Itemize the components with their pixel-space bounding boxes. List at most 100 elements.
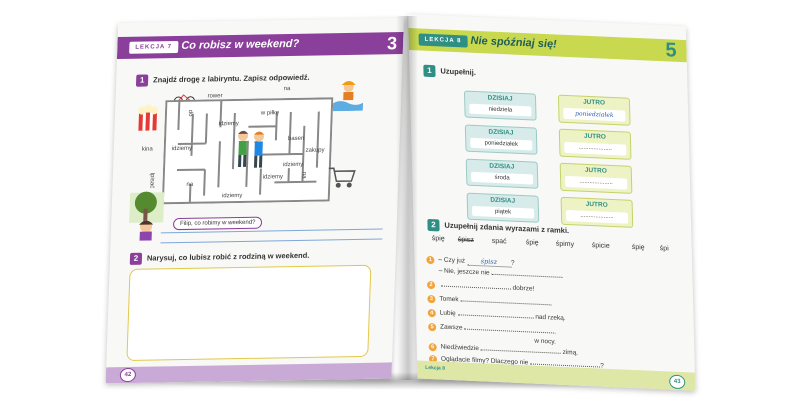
maze bbox=[161, 97, 334, 205]
tomorrow-box: JUTRO .................... bbox=[560, 196, 634, 228]
right-ex1-instruction: 1 Uzupełnij. bbox=[423, 64, 476, 79]
sentence-text: Niedźwiedzie bbox=[440, 343, 480, 353]
left-lesson-tag: LEKCJA 7 bbox=[129, 40, 179, 54]
today-box: DZISIAJ piątek bbox=[466, 192, 540, 223]
maze-word: na bbox=[186, 181, 194, 188]
left-ex1-number: 1 bbox=[135, 74, 149, 87]
word-bank-item: spać bbox=[491, 237, 507, 246]
today-box: DZISIAJ niedziela bbox=[463, 90, 537, 121]
today-value: środa bbox=[471, 171, 534, 185]
left-header: LEKCJA 7 Co robisz w weekend? 3 bbox=[116, 32, 404, 60]
word-bank-item: śpicie bbox=[591, 242, 610, 250]
answer-field[interactable] bbox=[464, 328, 555, 334]
answer-field[interactable] bbox=[491, 273, 562, 278]
maze-word: idziemy bbox=[221, 192, 243, 200]
tomorrow-value[interactable]: .................... bbox=[564, 141, 627, 156]
tomorrow-label: JUTRO bbox=[582, 98, 606, 107]
word-bank-item: śpimy bbox=[555, 240, 575, 249]
answer-field[interactable] bbox=[457, 314, 534, 319]
sentence-number: 5 bbox=[428, 322, 437, 332]
sentence-text: – Czy już bbox=[438, 256, 466, 265]
word-bank-item: śpię bbox=[525, 239, 539, 247]
sentence-end: nad rzeką. bbox=[535, 313, 566, 323]
word-bank: śpię śpisz spać śpię śpimy śpicie śpię ś… bbox=[432, 233, 676, 258]
right-title: Nie spóźniaj się! bbox=[470, 34, 557, 51]
right-ex2-number: 2 bbox=[427, 218, 440, 232]
night-phrase: w nocy. bbox=[534, 337, 557, 346]
sentence-2: 2 dobrze! bbox=[426, 280, 535, 294]
tomorrow-label: JUTRO bbox=[583, 132, 607, 141]
sentence-text: Tomek bbox=[439, 295, 459, 304]
right-page-number: 43 bbox=[669, 374, 686, 390]
drawing-box[interactable] bbox=[126, 264, 372, 362]
answer-field[interactable] bbox=[460, 300, 551, 306]
swimmer-icon bbox=[332, 81, 364, 112]
left-ex2-text: Narysuj, co lubisz robić z rodziną w wee… bbox=[146, 250, 310, 263]
today-label: DZISIAJ bbox=[487, 94, 513, 103]
maze-word: rower bbox=[207, 93, 223, 100]
right-footer-label: Lekcja 8 bbox=[425, 364, 446, 372]
left-ex1-text: Znajdź drogę z labiryntu. Zapisz odpowie… bbox=[152, 72, 310, 85]
sentence-end: . bbox=[554, 328, 557, 336]
right-corner-number: 5 bbox=[665, 39, 677, 62]
sentence-end: dobrze! bbox=[512, 284, 535, 293]
answer-field[interactable] bbox=[440, 285, 511, 290]
tomorrow-box: JUTRO .................... bbox=[558, 128, 632, 160]
sentence-1b: – Nie, jeszcze nie . bbox=[439, 267, 564, 279]
children-illustration bbox=[238, 130, 265, 168]
right-ex1-number: 1 bbox=[423, 64, 436, 78]
right-ex1-text: Uzupełnij. bbox=[440, 66, 476, 77]
today-label: DZISIAJ bbox=[490, 196, 516, 205]
maze-word: idziemy bbox=[218, 120, 239, 128]
maze-word: do bbox=[186, 109, 194, 117]
sentence-number: 6 bbox=[428, 343, 437, 352]
sentence-text: Zawsze bbox=[440, 323, 463, 332]
maze-word: idziemy bbox=[282, 161, 304, 169]
sentence-number: 2 bbox=[426, 280, 436, 290]
tomorrow-value[interactable]: .................... bbox=[565, 209, 629, 224]
maze-word: Ipisać bbox=[148, 172, 155, 189]
maze-word: kina bbox=[141, 146, 153, 153]
left-ex2-number: 2 bbox=[129, 252, 143, 265]
maze-word: na bbox=[283, 86, 291, 93]
tomorrow-label: JUTRO bbox=[585, 200, 608, 209]
tomorrow-box: JUTRO poniedziałek bbox=[557, 94, 631, 126]
right-page: LEKCJA 8 Nie spóźniaj się! 5 1 Uzupełnij.… bbox=[408, 14, 696, 391]
right-header: LEKCJA 8 Nie spóźniaj się! 5 bbox=[408, 28, 687, 63]
girl-with-tree-illustration bbox=[129, 191, 165, 241]
today-box: DZISIAJ środa bbox=[465, 158, 539, 189]
sentence-end: ? bbox=[510, 259, 515, 267]
sentence-text: Lubię bbox=[439, 309, 456, 318]
sentence-end: . bbox=[561, 272, 564, 280]
maze-word: idziemy bbox=[171, 145, 193, 153]
left-corner-number: 3 bbox=[386, 33, 398, 54]
tomorrow-box: JUTRO .................... bbox=[559, 162, 633, 194]
today-value: poniedziałek bbox=[470, 137, 533, 151]
sentence-number: 4 bbox=[427, 308, 436, 318]
today-value: niedziela bbox=[469, 103, 532, 117]
speech-bubble: Filip, co robimy w weekend? bbox=[172, 216, 263, 231]
shopping-cart-icon bbox=[328, 167, 356, 188]
answer-line[interactable] bbox=[160, 238, 383, 244]
maze-word: basen bbox=[287, 135, 305, 143]
answer-field[interactable]: śpisz bbox=[466, 256, 512, 268]
popcorn-icon bbox=[138, 104, 159, 131]
today-label: DZISIAJ bbox=[488, 128, 514, 137]
maze-word: idziemy bbox=[262, 174, 284, 181]
tomorrow-value[interactable]: .................... bbox=[565, 175, 628, 190]
tomorrow-value[interactable]: poniedziałek bbox=[563, 107, 626, 122]
word-bank-item: śpisz bbox=[457, 236, 474, 244]
sentence-end: . bbox=[550, 300, 553, 308]
word-bank-item: śpi bbox=[659, 245, 669, 253]
sentence-number: 1 bbox=[426, 255, 435, 265]
right-lesson-tag: LEKCJA 8 bbox=[418, 33, 468, 48]
maze-word: zakupy bbox=[305, 147, 325, 154]
answer-field[interactable] bbox=[480, 349, 561, 354]
tomorrow-label: JUTRO bbox=[584, 166, 607, 175]
